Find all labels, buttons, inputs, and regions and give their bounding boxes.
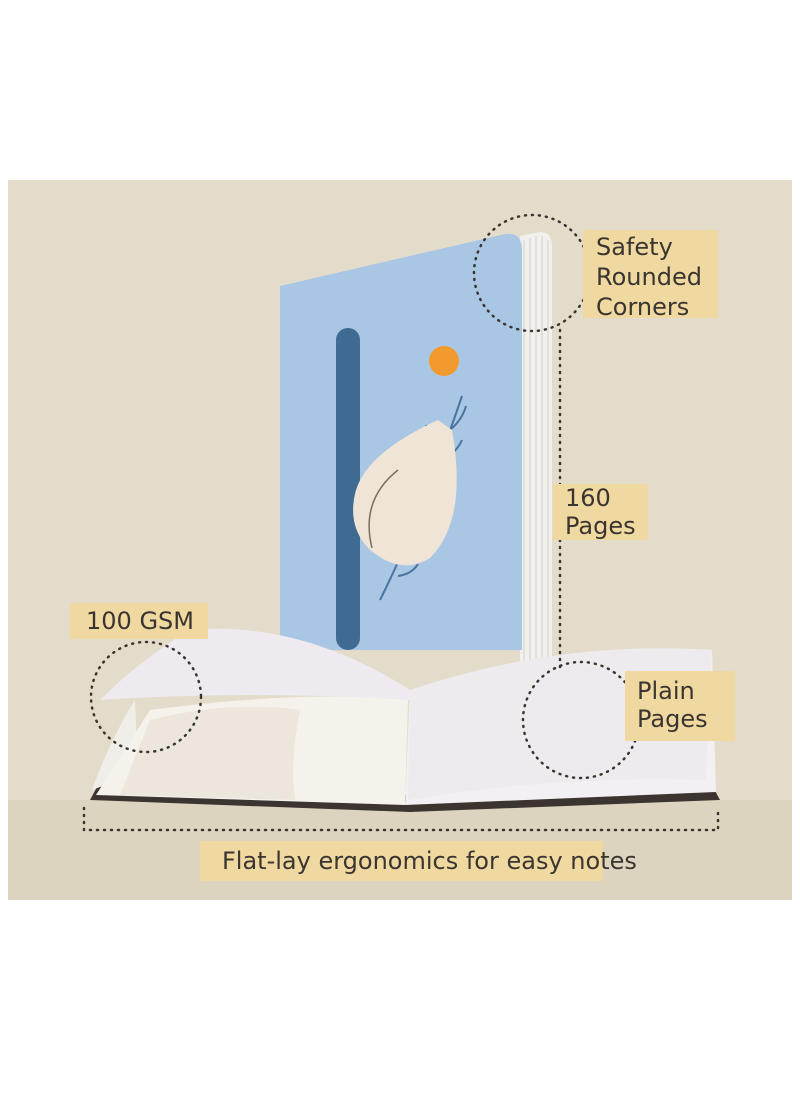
cover-orange-circle [429, 346, 459, 376]
pages-count-label: 160 Pages [553, 484, 648, 540]
label-line: Safety [596, 233, 673, 261]
label-line: Rounded [596, 263, 702, 291]
plain-pages-label: Plain Pages [625, 671, 735, 741]
label-line: 100 GSM [86, 607, 194, 635]
label-line: Pages [565, 512, 636, 540]
safety-corners-label: Safety Rounded Corners [583, 230, 718, 321]
label-line: Corners [596, 293, 690, 321]
label-line: Pages [637, 705, 708, 733]
flat-lay-label: Flat-lay ergonomics for easy notes [200, 841, 637, 881]
cover-cream-shape [353, 420, 457, 566]
cover-navy-shape [336, 328, 360, 650]
label-line: 160 [565, 484, 611, 512]
label-line: Plain [637, 677, 695, 705]
gsm-callout-circle [89, 640, 203, 754]
open-notebook [90, 628, 720, 812]
flipping-page [100, 628, 410, 700]
label-line: Flat-lay ergonomics for easy notes [222, 847, 637, 875]
flat-lay-callout-bracket [82, 806, 720, 832]
standing-notebook [280, 232, 552, 672]
gsm-label: 100 GSM [70, 603, 208, 639]
